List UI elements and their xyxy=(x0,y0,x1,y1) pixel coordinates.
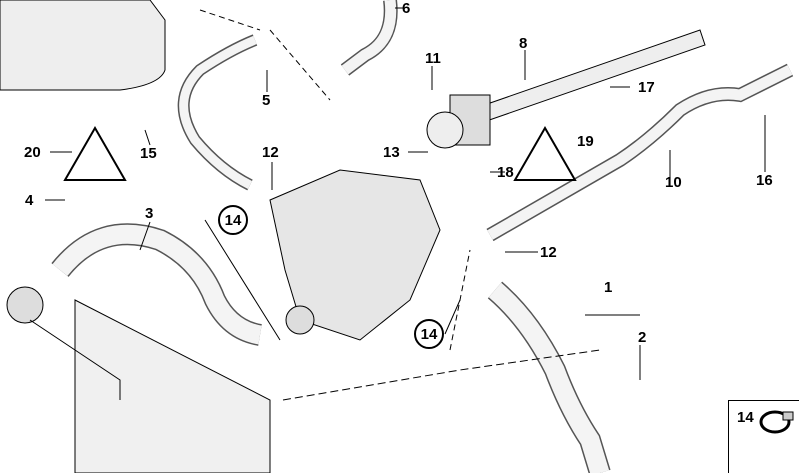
callout-12-top: 12 xyxy=(262,144,279,161)
callout-2: 2 xyxy=(638,329,647,346)
callout-16: 16 xyxy=(756,172,773,189)
callout-6: 6 xyxy=(402,0,411,17)
callout-1: 1 xyxy=(604,279,613,296)
expansion-tank xyxy=(0,0,166,91)
hose-clamp-icon xyxy=(759,410,794,434)
callout-19: 19 xyxy=(577,133,594,150)
warning-triangle-20 xyxy=(63,125,127,181)
callout-4: 4 xyxy=(25,192,34,209)
callout-5: 5 xyxy=(262,92,271,109)
callout-14-inset: 14 xyxy=(737,409,754,426)
callout-13: 13 xyxy=(383,144,400,161)
radiator xyxy=(74,299,271,473)
callout-18: 18 xyxy=(497,164,514,181)
callout-14-center: 14 xyxy=(414,319,444,349)
callout-15: 15 xyxy=(140,145,157,162)
callout-8: 8 xyxy=(519,35,528,52)
clamp-inset-box: 14 xyxy=(728,400,799,473)
callout-12-bottom: 12 xyxy=(540,244,557,261)
callout-11: 11 xyxy=(425,50,441,67)
callout-17: 17 xyxy=(638,79,655,96)
callout-14-left: 14 xyxy=(218,205,248,235)
warning-triangle-19 xyxy=(513,125,577,181)
callout-10: 10 xyxy=(665,174,682,191)
water-pump xyxy=(269,169,441,341)
callout-20: 20 xyxy=(24,144,41,161)
callout-3: 3 xyxy=(145,205,154,222)
